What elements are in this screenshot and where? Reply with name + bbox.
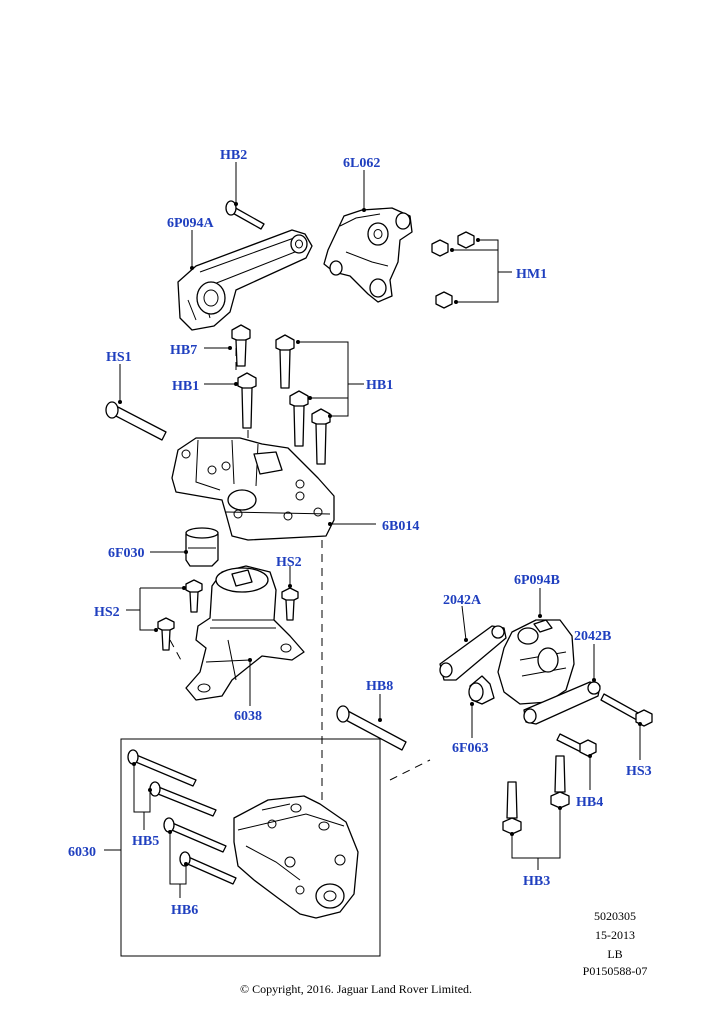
ref-line-1: 5020305 <box>594 909 636 923</box>
label-hb8: HB8 <box>366 679 393 694</box>
insulator-6f030 <box>185 527 219 567</box>
nuts-hm1 <box>431 231 475 309</box>
label-hb6: HB6 <box>171 903 198 918</box>
label-hs1: HS1 <box>106 350 132 365</box>
label-2042b: 2042B <box>574 629 611 644</box>
label-6l062: 6L062 <box>343 156 380 171</box>
bolt-hb8 <box>336 705 407 751</box>
bolts-hb6 <box>163 817 237 885</box>
bolts-hb3 <box>502 755 570 835</box>
label-6038: 6038 <box>234 709 262 724</box>
mount-6p094b <box>497 619 575 705</box>
reference-block: 5020305 15-2013 LB P0150588-07 <box>583 909 648 978</box>
label-hb1-right: HB1 <box>366 378 393 393</box>
bolt-hb2 <box>225 200 265 230</box>
label-hb2: HB2 <box>220 148 247 163</box>
bush-6f063 <box>468 675 495 705</box>
bolt-hb1-right-a <box>275 334 295 389</box>
label-hs2-left: HS2 <box>94 605 120 620</box>
label-hs3: HS3 <box>626 764 652 779</box>
label-hs2-right: HS2 <box>276 555 302 570</box>
torque-rod-6p094a <box>177 229 313 331</box>
bracket-6l062 <box>323 207 413 303</box>
label-hm1: HM1 <box>516 267 547 282</box>
engine-mount-6038 <box>185 565 305 701</box>
callout-labels: HB2 6L062 6P094A HM1 HB7 HS1 HB1 HB1 6B0… <box>68 148 652 918</box>
label-2042a: 2042A <box>443 593 482 608</box>
bolt-hs1 <box>105 401 167 441</box>
ref-line-2: 15-2013 <box>595 928 635 942</box>
label-6f030: 6F030 <box>108 546 145 561</box>
bolt-hb4 <box>556 733 597 757</box>
label-6p094b: 6P094B <box>514 573 560 588</box>
ref-line-4: P0150588-07 <box>583 964 648 978</box>
bolts-hb5 <box>127 749 217 817</box>
leader-lines <box>104 162 642 898</box>
label-6b014: 6B014 <box>382 519 419 534</box>
label-hb1-left: HB1 <box>172 379 199 394</box>
bolt-hb1-left <box>237 372 257 429</box>
label-hb7: HB7 <box>170 343 197 358</box>
label-6f063: 6F063 <box>452 741 489 756</box>
ref-line-3: LB <box>607 947 622 961</box>
bracket-6030 <box>233 795 359 919</box>
bolt-hb1-right-c <box>311 408 331 465</box>
label-6p094a: 6P094A <box>167 216 215 231</box>
bolt-hs3 <box>600 693 653 727</box>
detail-box <box>120 738 381 957</box>
link-2042a <box>439 625 507 681</box>
bolt-hb1-right-b <box>289 390 309 447</box>
copyright-notice: © Copyright, 2016. Jaguar Land Rover Lim… <box>240 982 472 996</box>
bolts-hs2 <box>157 579 299 651</box>
label-6030: 6030 <box>68 845 96 860</box>
mount-bracket-6b014 <box>171 437 335 541</box>
label-hb4: HB4 <box>576 795 603 810</box>
bolt-hb7 <box>231 324 251 367</box>
label-hb3: HB3 <box>523 874 550 889</box>
label-hb5: HB5 <box>132 834 159 849</box>
